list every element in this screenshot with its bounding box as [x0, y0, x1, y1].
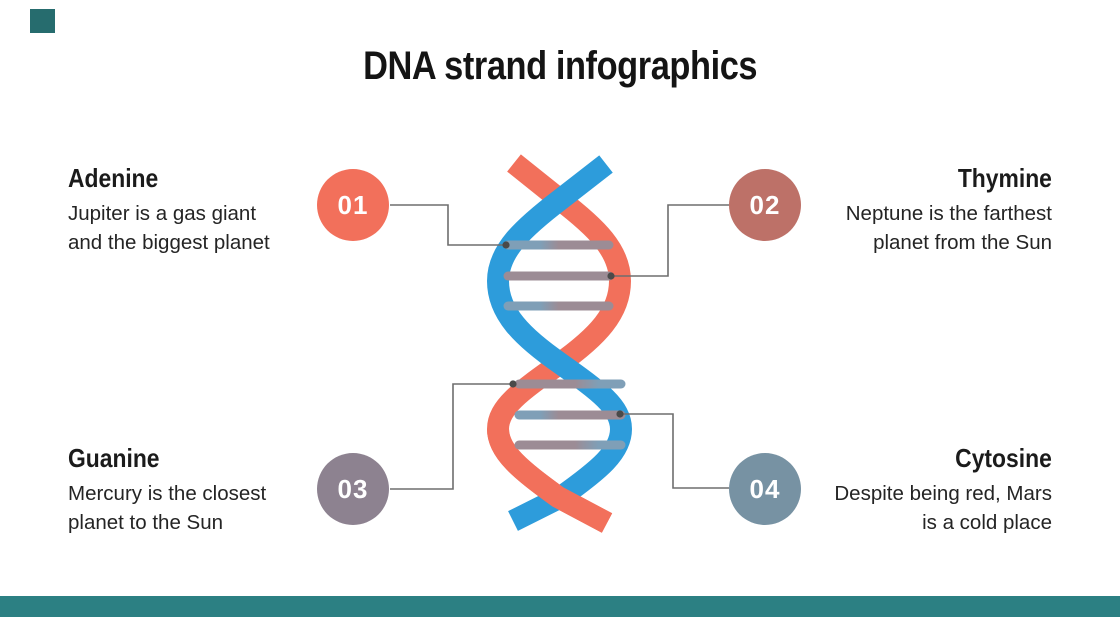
item-description-line1: Jupiter is a gas giant: [68, 202, 257, 225]
item-description-line2: planet from the Sun: [873, 231, 1052, 254]
item-block-thymine: Thymine Neptune is the farthest planet f…: [800, 164, 1052, 257]
item-title: Thymine: [957, 163, 1052, 193]
number-circle-02: 02: [729, 169, 801, 241]
number-circle-03: 03: [317, 453, 389, 525]
item-description-line2: is a cold place: [922, 511, 1052, 534]
connector-line-01: [390, 204, 506, 246]
item-title: Cytosine: [955, 443, 1052, 473]
item-description-line1: Despite being red, Mars: [834, 482, 1052, 505]
connector-line-02: [611, 204, 729, 277]
page-title: DNA strand infographics: [0, 44, 1120, 89]
dna-strand-orange-front-segment: [487, 427, 613, 533]
item-block-adenine: Adenine Jupiter is a gas giant and the b…: [68, 164, 320, 257]
item-description: Mercury is the closest planet to the Sun: [68, 479, 320, 537]
circle-number-label: 01: [337, 189, 369, 220]
number-circle-01: 01: [317, 169, 389, 241]
item-description-line1: Mercury is the closest: [68, 482, 267, 505]
item-title: Guanine: [68, 443, 160, 473]
item-block-guanine: Guanine Mercury is the closest planet to…: [68, 444, 320, 537]
item-description: Neptune is the farthest planet from the …: [800, 199, 1052, 257]
connector-dot-01: [502, 241, 510, 249]
connector-dot-02: [607, 272, 615, 280]
circle-number-label: 03: [337, 473, 369, 504]
item-description-line2: and the biggest planet: [68, 231, 270, 254]
item-description-line1: Neptune is the farthest: [845, 202, 1052, 225]
bottom-bar-decor: [0, 596, 1120, 617]
corner-square-decor: [30, 9, 55, 33]
item-description: Jupiter is a gas giant and the biggest p…: [68, 199, 320, 257]
connector-line-04: [620, 413, 729, 489]
circle-number-label: 04: [749, 473, 781, 504]
item-description: Despite being red, Mars is a cold place: [800, 479, 1052, 537]
connector-line-03: [390, 383, 513, 490]
number-circle-04: 04: [729, 453, 801, 525]
page-title-text: DNA strand infographics: [362, 44, 758, 88]
connector-dot-03: [509, 380, 517, 388]
item-description-line2: planet to the Sun: [68, 511, 224, 534]
connector-dot-04: [616, 410, 624, 418]
item-block-cytosine: Cytosine Despite being red, Mars is a co…: [800, 444, 1052, 537]
circle-number-label: 02: [749, 189, 781, 220]
item-title: Adenine: [68, 163, 159, 193]
